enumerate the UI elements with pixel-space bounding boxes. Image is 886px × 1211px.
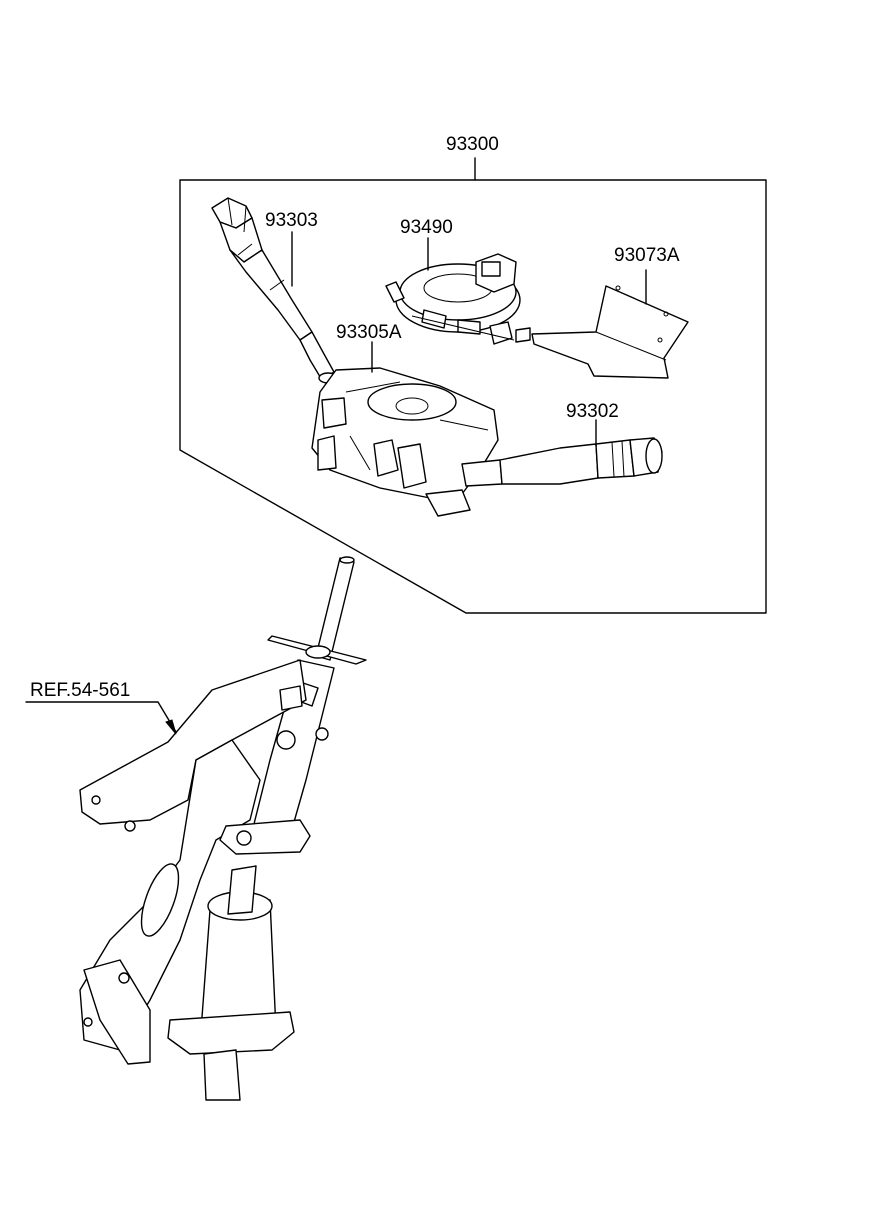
label-assembly: 93300 bbox=[446, 134, 499, 155]
reference-leader bbox=[25, 701, 177, 735]
clock-spring-part bbox=[385, 253, 531, 345]
cover-plate-part bbox=[531, 285, 689, 379]
assembly-boundary bbox=[179, 157, 767, 614]
label-switch-body: 93305A bbox=[336, 322, 402, 343]
right-lever-part bbox=[461, 437, 663, 487]
switch-body-part bbox=[311, 367, 499, 517]
label-clock-spring: 93490 bbox=[400, 217, 453, 238]
label-lever-right: 93302 bbox=[566, 401, 619, 422]
label-lever-left: 93303 bbox=[265, 210, 318, 231]
label-cover: 93073A bbox=[614, 245, 680, 266]
steering-column-part bbox=[79, 556, 367, 1101]
label-reference: REF.54-561 bbox=[30, 680, 130, 701]
